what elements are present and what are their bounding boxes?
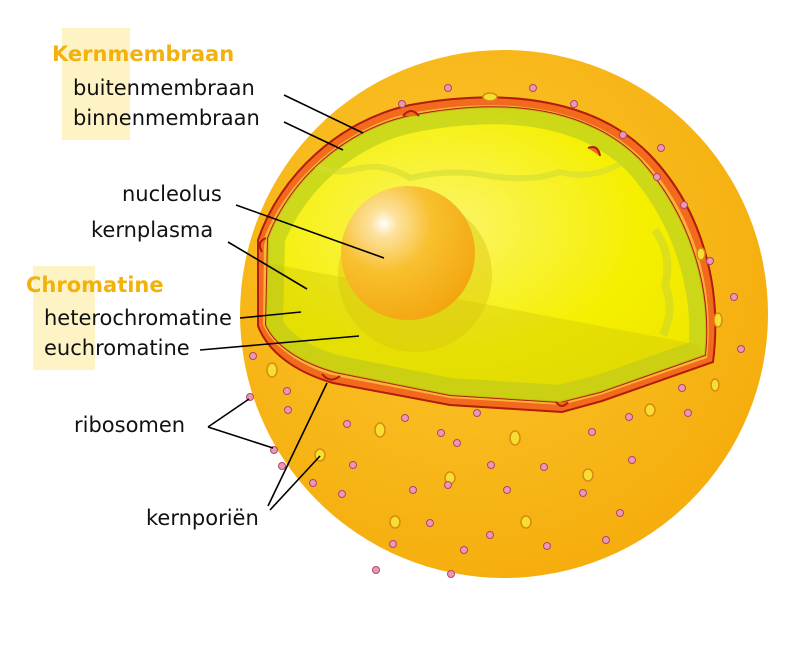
label-ribosomes: ribosomen: [74, 413, 186, 437]
leader-inner-membrane: [283, 121, 344, 151]
label-nuclear-pores: kernporiën: [146, 506, 259, 530]
nucleolus: [341, 186, 475, 320]
label-euchromatin: euchromatine: [44, 336, 190, 360]
leader-outer-membrane: [283, 94, 364, 134]
nuclear-pore: [402, 110, 420, 117]
kernmembraan-highlight: [62, 28, 130, 140]
leader-lines: [199, 94, 385, 511]
chromatine-highlight: [33, 266, 95, 370]
leader-heterochromatin: [239, 311, 302, 319]
heading-chromatin: Chromatine: [26, 273, 164, 297]
label-outer-membrane: buitenmembraan: [73, 76, 255, 100]
nuclear-pore: [587, 146, 601, 157]
leader-ribosome-1: [207, 398, 250, 428]
leader-pore-1: [267, 382, 328, 507]
leader-nucleoplasm: [227, 241, 308, 290]
leader-euchromatin: [199, 335, 360, 351]
leader-pore-2: [269, 455, 321, 511]
leader-nucleolus: [235, 204, 385, 259]
leader-ribosome-2: [207, 426, 274, 449]
label-heterochromatin: heterochromatine: [44, 306, 232, 330]
label-inner-membrane: binnenmembraan: [73, 106, 260, 130]
nuclear-pore: [555, 401, 569, 407]
label-nucleolus: nucleolus: [122, 182, 222, 206]
ribosomes: [246, 84, 745, 578]
surface-pores: [266, 92, 723, 529]
nuclear-pore: [321, 373, 341, 381]
label-nucleoplasm: kernplasma: [91, 218, 214, 242]
nuclear-pore: [258, 237, 267, 253]
heading-nuclear-envelope: Kernmembraan: [52, 42, 235, 66]
